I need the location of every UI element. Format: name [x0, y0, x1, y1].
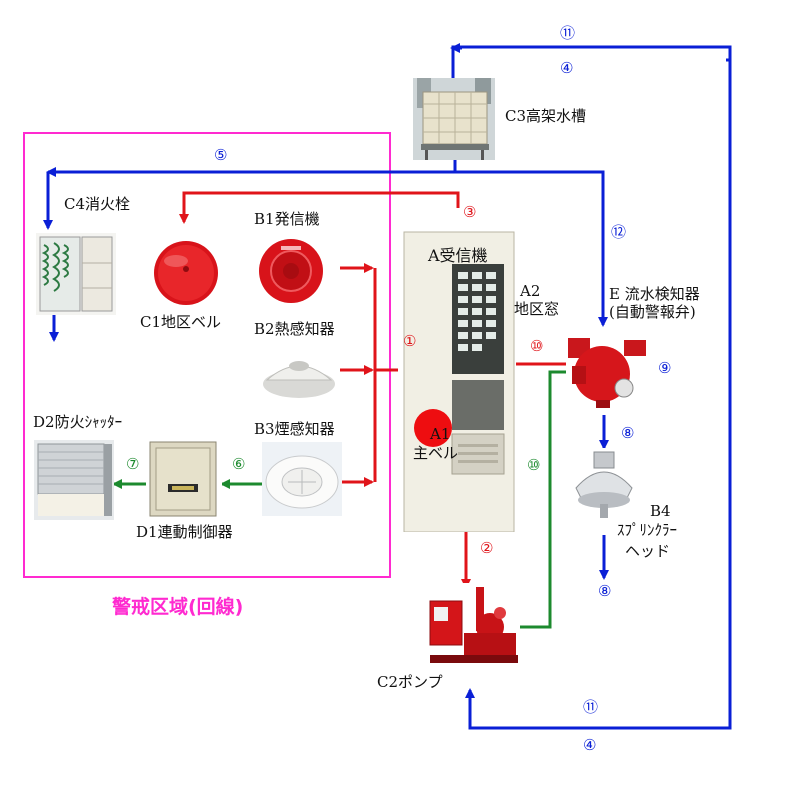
marker-12: ⑫	[611, 223, 627, 241]
marker-10-red: ⑩	[530, 337, 544, 355]
label-b4-line2: ｽﾌﾟﾘﾝｸﾗｰ	[617, 521, 678, 539]
label-b4-line1: B4	[650, 502, 671, 520]
interlock-controller-icon	[146, 440, 222, 518]
label-c2-pump: C2ポンプ	[377, 673, 443, 691]
label-e-line2: (自動警報弁)	[609, 303, 696, 321]
marker-1: ①	[403, 332, 417, 350]
line-receiver-to-bell	[179, 191, 460, 224]
marker-7: ⑦	[126, 455, 140, 473]
smoke-detector-icon	[262, 442, 342, 516]
marker-2: ②	[480, 539, 494, 557]
marker-11-top: ⑪	[560, 24, 576, 42]
fire-pump-icon	[428, 583, 520, 667]
line-to-flow-detector	[598, 170, 608, 327]
label-c1-bell: C1地区ベル	[140, 313, 222, 331]
label-b1-transmitter: B1発信機	[254, 210, 320, 228]
label-b3-smoke: B3煙感知器	[254, 420, 335, 438]
main-bell-marker	[414, 409, 452, 447]
line-flow-to-pump	[510, 370, 568, 632]
marker-11-bottom: ⑪	[583, 698, 599, 716]
label-e-line1: E 流水検知器	[609, 285, 700, 303]
label-zone: 警戒区域(回線)	[112, 596, 244, 618]
label-b4-line3: ヘッド	[625, 542, 671, 560]
label-a2-line2: 地区窓	[514, 300, 560, 318]
heat-detector-icon	[259, 344, 339, 402]
label-d1-controller: D1連動制御器	[136, 523, 233, 541]
marker-8-upper: ⑧	[621, 424, 635, 442]
label-a1-marker: A1	[430, 425, 451, 443]
marker-4-top: ④	[560, 59, 574, 77]
fire-bell-icon	[146, 231, 226, 311]
marker-10-green: ⑩	[527, 456, 541, 474]
label-c4-hydrant: C4消火栓	[64, 195, 131, 213]
label-c3-tank: C3高架水槽	[505, 107, 587, 125]
manual-call-point-icon	[251, 231, 331, 311]
marker-6: ⑥	[232, 455, 246, 473]
label-d2-shutter: D2防火ｼｬｯﾀｰ	[33, 413, 123, 431]
fire-receiver-panel-icon	[398, 212, 516, 532]
marker-9: ⑨	[658, 359, 672, 377]
marker-5: ⑤	[214, 146, 228, 164]
label-a1-main-bell: 主ベル	[413, 444, 459, 462]
label-a2-line1: A2	[520, 282, 541, 300]
water-tank-icon	[413, 78, 495, 160]
marker-8-lower: ⑧	[598, 582, 612, 600]
fire-shutter-icon	[34, 440, 114, 520]
zone-border	[23, 132, 391, 578]
sprinkler-head-icon	[566, 448, 642, 528]
label-b2-heat: B2熱感知器	[254, 320, 335, 338]
marker-4-bottom: ④	[583, 736, 597, 754]
marker-3: ③	[463, 203, 477, 221]
label-a-receiver: A受信機	[428, 246, 488, 265]
alarm-valve-icon	[566, 330, 654, 410]
hydrant-cabinet-icon	[36, 233, 116, 315]
